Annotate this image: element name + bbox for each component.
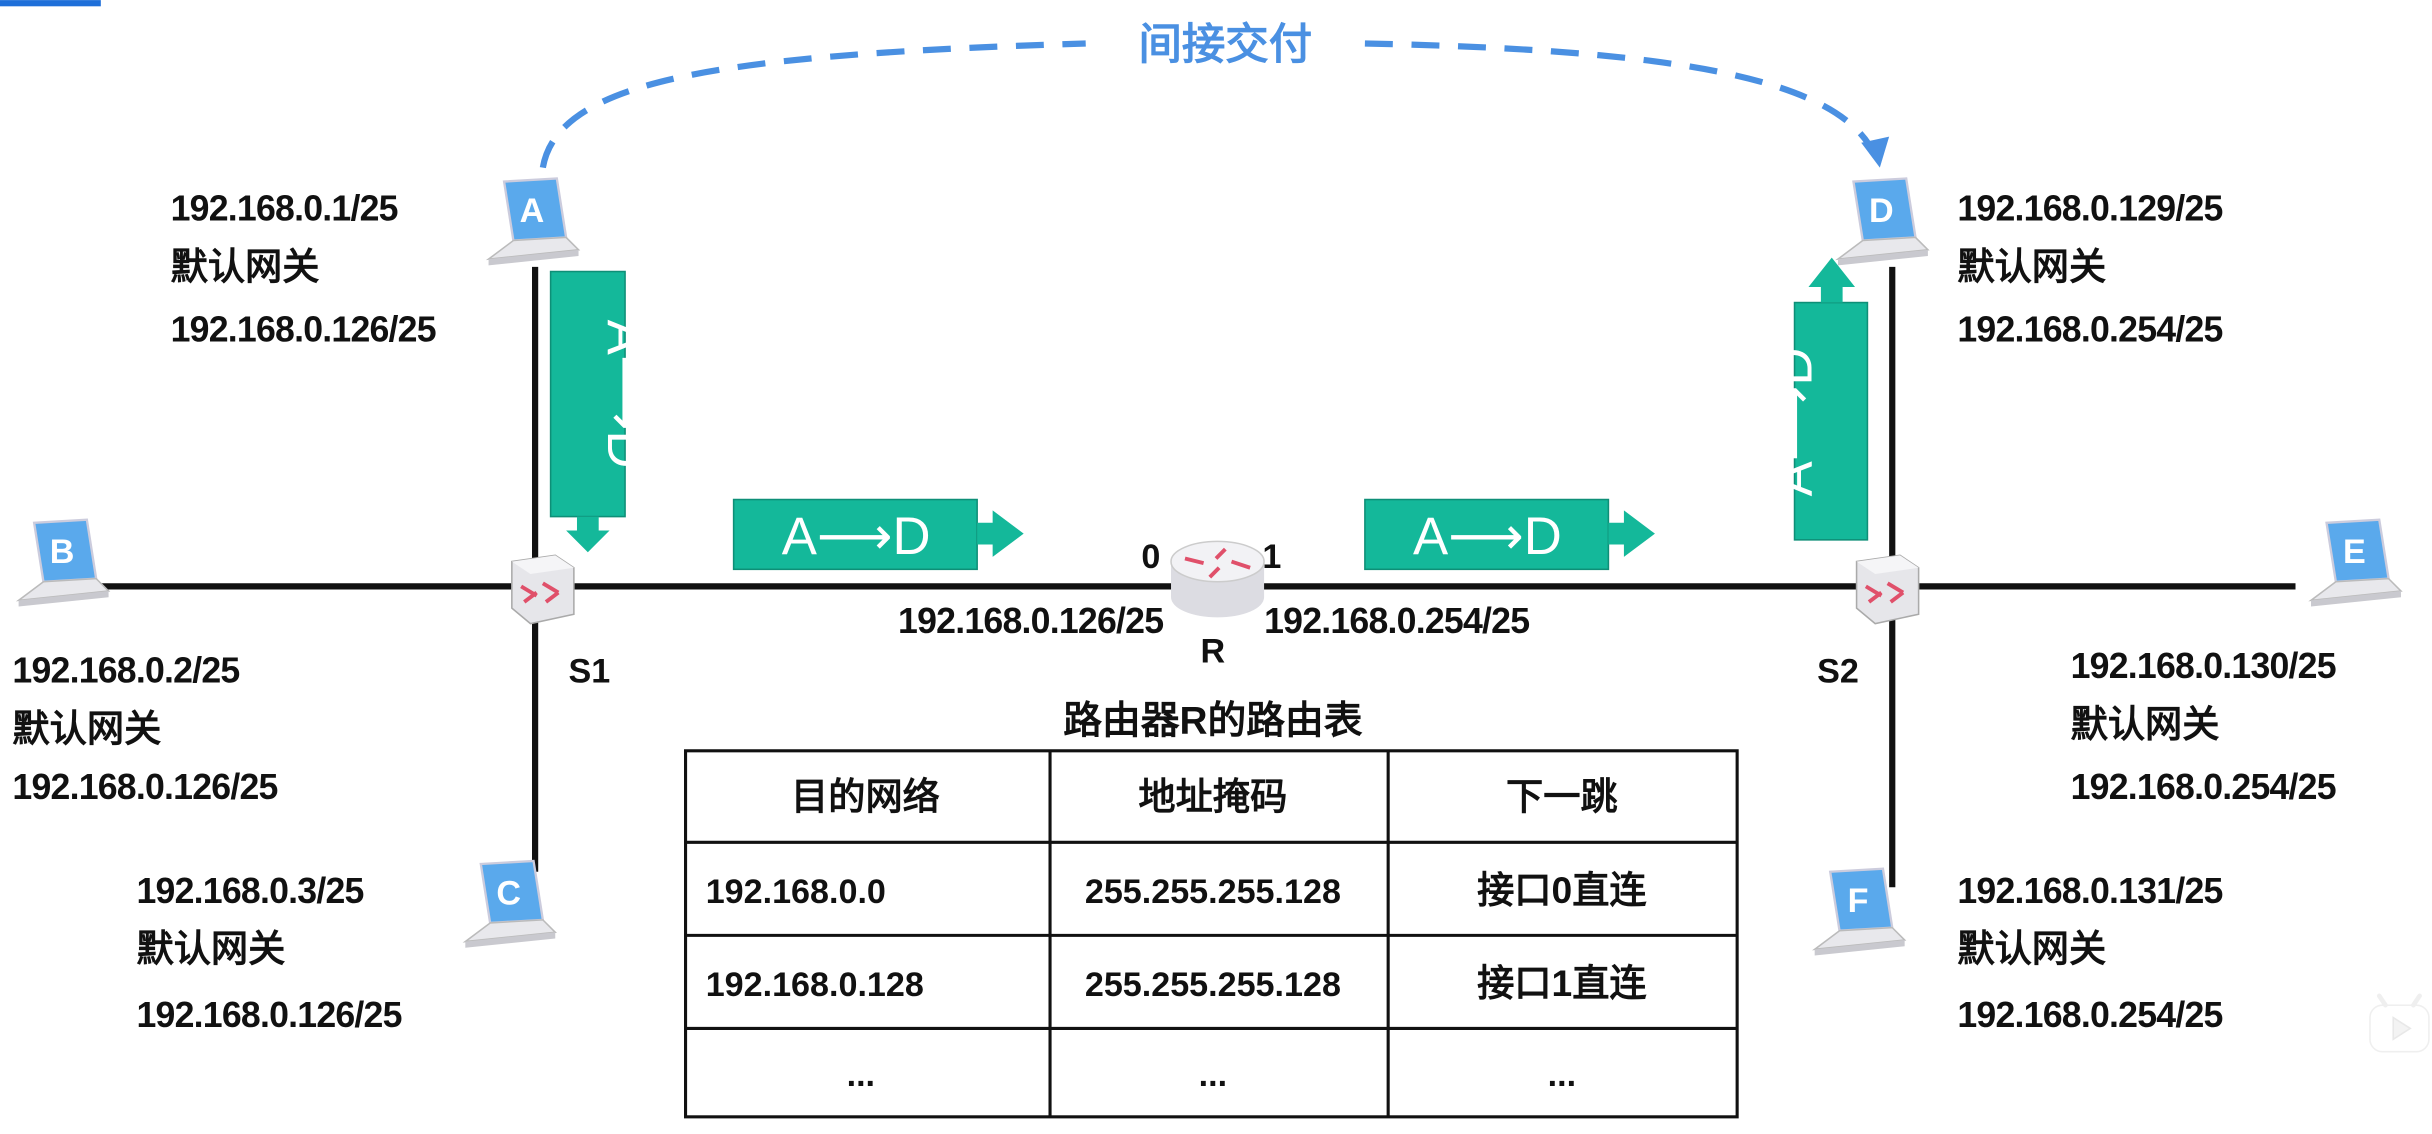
host-e-info: 192.168.0.130/25 默认网关 192.168.0.254/25 — [2071, 646, 2337, 807]
laptop-f[interactable]: F — [1813, 867, 1906, 957]
video-player-icon[interactable] — [2369, 993, 2430, 1053]
routing-table-title: 路由器R的路由表 — [1063, 700, 1363, 743]
svg-text:192.168.0.1/25: 192.168.0.1/25 — [171, 188, 398, 228]
router-arrows-icon — [1184, 547, 1251, 579]
svg-text:192.168.0.126/25: 192.168.0.126/25 — [171, 309, 436, 349]
svg-text:默认网关: 默认网关 — [171, 245, 320, 287]
svg-text:...: ... — [847, 1056, 875, 1094]
switch-s1[interactable] — [509, 553, 576, 626]
arc-arrowhead-icon — [1861, 136, 1890, 168]
packet-s1-to-r: A⟶D — [732, 498, 1024, 571]
svg-text:A⟶D: A⟶D — [596, 320, 655, 469]
svg-text:默认网关: 默认网关 — [2071, 703, 2220, 745]
svg-text:E: E — [2343, 533, 2366, 571]
svg-text:A⟶D: A⟶D — [782, 507, 931, 566]
packet-a-to-s1: A⟶D — [549, 270, 655, 553]
svg-text:A: A — [520, 192, 545, 230]
svg-text:B: B — [50, 533, 75, 571]
packet-s2-to-d: A⟶D — [1765, 257, 1869, 541]
laptop-e[interactable]: E — [2309, 518, 2403, 608]
svg-text:A⟶D: A⟶D — [1765, 348, 1824, 497]
laptop-a[interactable]: A — [487, 177, 580, 267]
svg-text:接口0直连: 接口0直连 — [1477, 869, 1647, 911]
table-row: 192.168.0.128 255.255.255.128 接口1直连 — [706, 962, 1648, 1004]
table-header: 目的网络 — [791, 776, 940, 818]
router-if1-label: 1 — [1262, 538, 1281, 576]
svg-text:接口1直连: 接口1直连 — [1477, 962, 1647, 1004]
svg-text:默认网关: 默认网关 — [1957, 245, 2106, 287]
svg-text:192.168.0.129/25: 192.168.0.129/25 — [1957, 188, 2222, 228]
svg-text:192.168.0.126/25: 192.168.0.126/25 — [136, 995, 401, 1035]
svg-text:192.168.0.0: 192.168.0.0 — [706, 873, 886, 911]
svg-text:255.255.255.128: 255.255.255.128 — [1085, 966, 1341, 1004]
svg-text:默认网关: 默认网关 — [12, 707, 161, 749]
table-header: 地址掩码 — [1138, 776, 1287, 818]
svg-text:255.255.255.128: 255.255.255.128 — [1085, 873, 1341, 911]
svg-text:C: C — [496, 874, 521, 912]
laptop-b[interactable]: B — [17, 518, 110, 608]
svg-text:192.168.0.254/25: 192.168.0.254/25 — [1957, 309, 2222, 349]
host-d-info: 192.168.0.129/25 默认网关 192.168.0.254/25 — [1957, 188, 2223, 349]
router-name: R — [1201, 632, 1226, 670]
router-if0-ip: 192.168.0.126/25 — [898, 601, 1163, 641]
host-f-info: 192.168.0.131/25 默认网关 192.168.0.254/25 — [1957, 871, 2223, 1035]
host-b-info: 192.168.0.2/25 默认网关 192.168.0.126/25 — [12, 651, 278, 807]
svg-text:...: ... — [1548, 1056, 1576, 1094]
switch-s1-label: S1 — [569, 653, 611, 691]
svg-text:192.168.0.131/25: 192.168.0.131/25 — [1957, 871, 2222, 911]
svg-text:...: ... — [1199, 1056, 1227, 1094]
svg-text:A⟶D: A⟶D — [1413, 507, 1562, 566]
router-if1-ip: 192.168.0.254/25 — [1264, 601, 1529, 641]
accent-bar — [0, 0, 101, 7]
svg-text:默认网关: 默认网关 — [136, 928, 285, 970]
router-r[interactable] — [1170, 540, 1265, 618]
svg-text:D: D — [1869, 192, 1894, 230]
table-header: 下一跳 — [1506, 776, 1618, 818]
switch-s2[interactable] — [1854, 553, 1921, 626]
laptop-d[interactable]: D — [1836, 177, 1930, 267]
svg-text:192.168.0.2/25: 192.168.0.2/25 — [12, 651, 239, 691]
switch-s2-label: S2 — [1817, 653, 1859, 691]
indirect-delivery-label: 间接交付 — [1138, 21, 1312, 69]
svg-text:F: F — [1848, 882, 1869, 920]
indirect-delivery-arc — [539, 40, 1880, 169]
svg-text:192.168.0.126/25: 192.168.0.126/25 — [12, 767, 277, 807]
svg-text:192.168.0.254/25: 192.168.0.254/25 — [2071, 767, 2336, 807]
host-a-info: 192.168.0.1/25 默认网关 192.168.0.126/25 — [171, 188, 437, 349]
table-row: ... ... ... — [847, 1056, 1576, 1094]
laptop-c[interactable]: C — [464, 859, 557, 949]
svg-text:192.168.0.128: 192.168.0.128 — [706, 966, 924, 1004]
svg-text:192.168.0.3/25: 192.168.0.3/25 — [136, 871, 363, 911]
router-if0-label: 0 — [1141, 538, 1160, 576]
svg-text:192.168.0.130/25: 192.168.0.130/25 — [2071, 646, 2336, 686]
svg-text:默认网关: 默认网关 — [1957, 928, 2106, 970]
table-row: 192.168.0.0 255.255.255.128 接口0直连 — [706, 869, 1648, 911]
host-c-info: 192.168.0.3/25 默认网关 192.168.0.126/25 — [136, 871, 402, 1035]
packet-r-to-s2: A⟶D — [1364, 498, 1655, 571]
routing-table: 目的网络 地址掩码 下一跳 192.168.0.0 255.255.255.12… — [684, 749, 1739, 1119]
svg-text:192.168.0.254/25: 192.168.0.254/25 — [1957, 995, 2222, 1035]
